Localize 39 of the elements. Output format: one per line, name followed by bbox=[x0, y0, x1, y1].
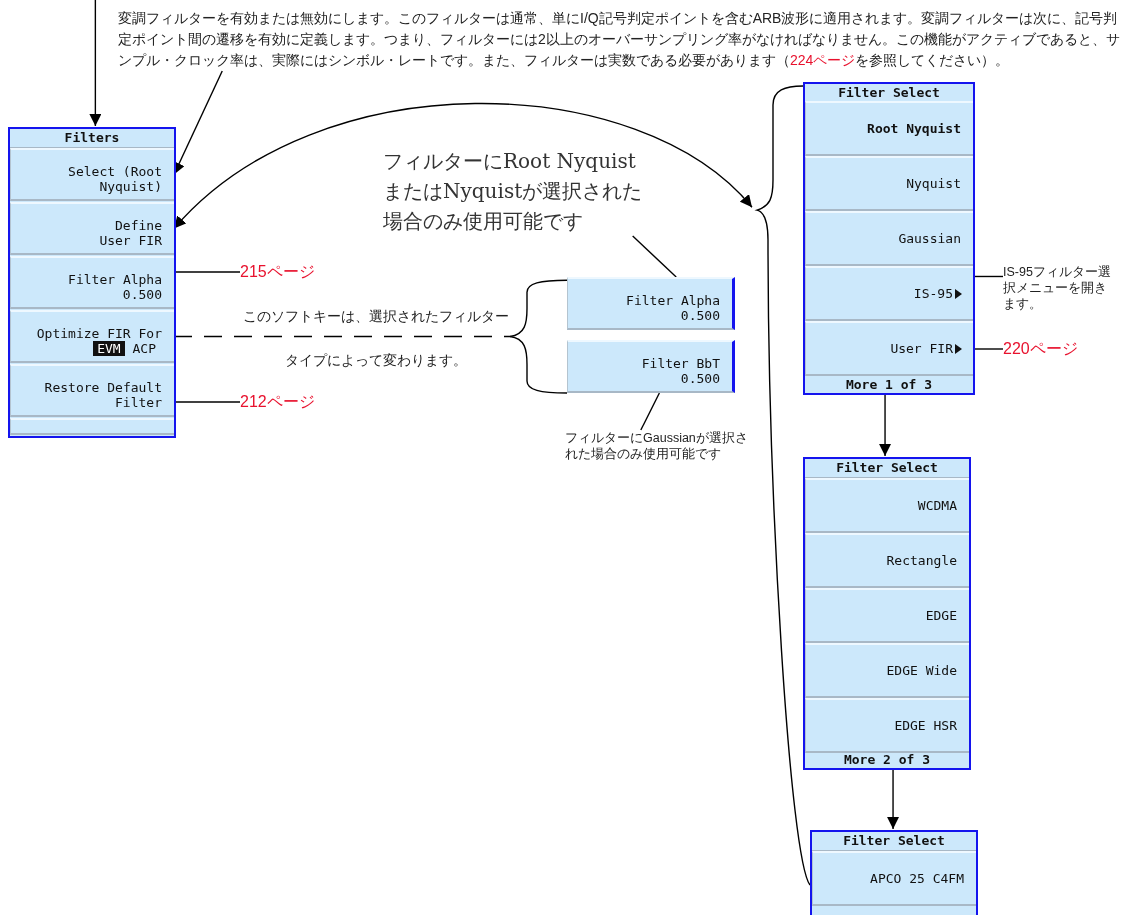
softkey-menu bbox=[803, 82, 975, 395]
softkey: Define User FIR bbox=[10, 202, 174, 255]
leader-line bbox=[632, 235, 677, 278]
softkey-menu bbox=[803, 457, 971, 770]
softkey: Root Nyquist bbox=[805, 101, 973, 156]
note-text: フィルターにRoot NyquistまたはNyquistが選択された場合のみ使用可能です bbox=[383, 146, 645, 236]
note-text: IS-95フィルター選択メニューを開きます。 bbox=[1003, 264, 1115, 312]
connector-line bbox=[756, 85, 811, 886]
brace-line bbox=[509, 335, 568, 394]
softkey: EDGE Wide bbox=[805, 643, 969, 698]
note-text: フィルターにGaussianが選択された場合のみ使用可能です bbox=[565, 430, 750, 462]
arrow bbox=[879, 394, 892, 457]
softkey: Filter BbT 0.500 bbox=[567, 340, 735, 393]
softkey: User FIR bbox=[805, 321, 973, 376]
softkey: Filter Alpha 0.500 bbox=[567, 277, 735, 330]
softkey: Filter Alpha 0.500 bbox=[10, 256, 174, 309]
softkey: IS-95 bbox=[805, 266, 973, 321]
leader-line bbox=[640, 392, 661, 431]
softkey: Rectangle bbox=[805, 533, 969, 588]
softkey bbox=[10, 418, 174, 435]
softkey: EDGE HSR bbox=[805, 698, 969, 753]
page-reference: 220ページ bbox=[1003, 337, 1093, 361]
page-reference: 212ページ bbox=[240, 390, 340, 414]
page-reference: 215ページ bbox=[240, 260, 340, 284]
softkey-menu bbox=[8, 127, 176, 438]
arrow bbox=[89, 0, 102, 127]
brace-line bbox=[509, 279, 568, 338]
softkey-menu bbox=[810, 830, 978, 915]
softkey: WCDMA bbox=[805, 478, 969, 533]
softkey: Gaussian bbox=[805, 211, 973, 266]
softkey: Nyquist bbox=[805, 156, 973, 211]
softkey: Select (Root Nyquist) bbox=[10, 148, 174, 201]
arrow bbox=[887, 769, 900, 830]
edge-label: このソフトキーは、選択されたフィルタータイプによって変わります。 bbox=[241, 307, 510, 370]
softkey: Restore Default Filter bbox=[10, 364, 174, 417]
softkey: APCO 25 C4FM bbox=[812, 851, 976, 906]
softkey: EDGE bbox=[805, 588, 969, 643]
description-text: 変調フィルターを有効または無効にします。このフィルターは通常、単にI/Q記号判定ポイントを含むARB波形に適用されます。変調フィルターは次に、記号判定ポイント間の遷移を有効に定義します。つまり、フィルターには2以上のオーバーサンプリング率がなければなりません。この機能がアクティブであると、サンプル・クロック率は、実際にはシンボル・レートです。また、フィルターは実数である必要があります（224ページを参照してください）。 bbox=[118, 8, 1130, 71]
softkey: Optimize FIR For EVM ACP bbox=[10, 310, 174, 363]
